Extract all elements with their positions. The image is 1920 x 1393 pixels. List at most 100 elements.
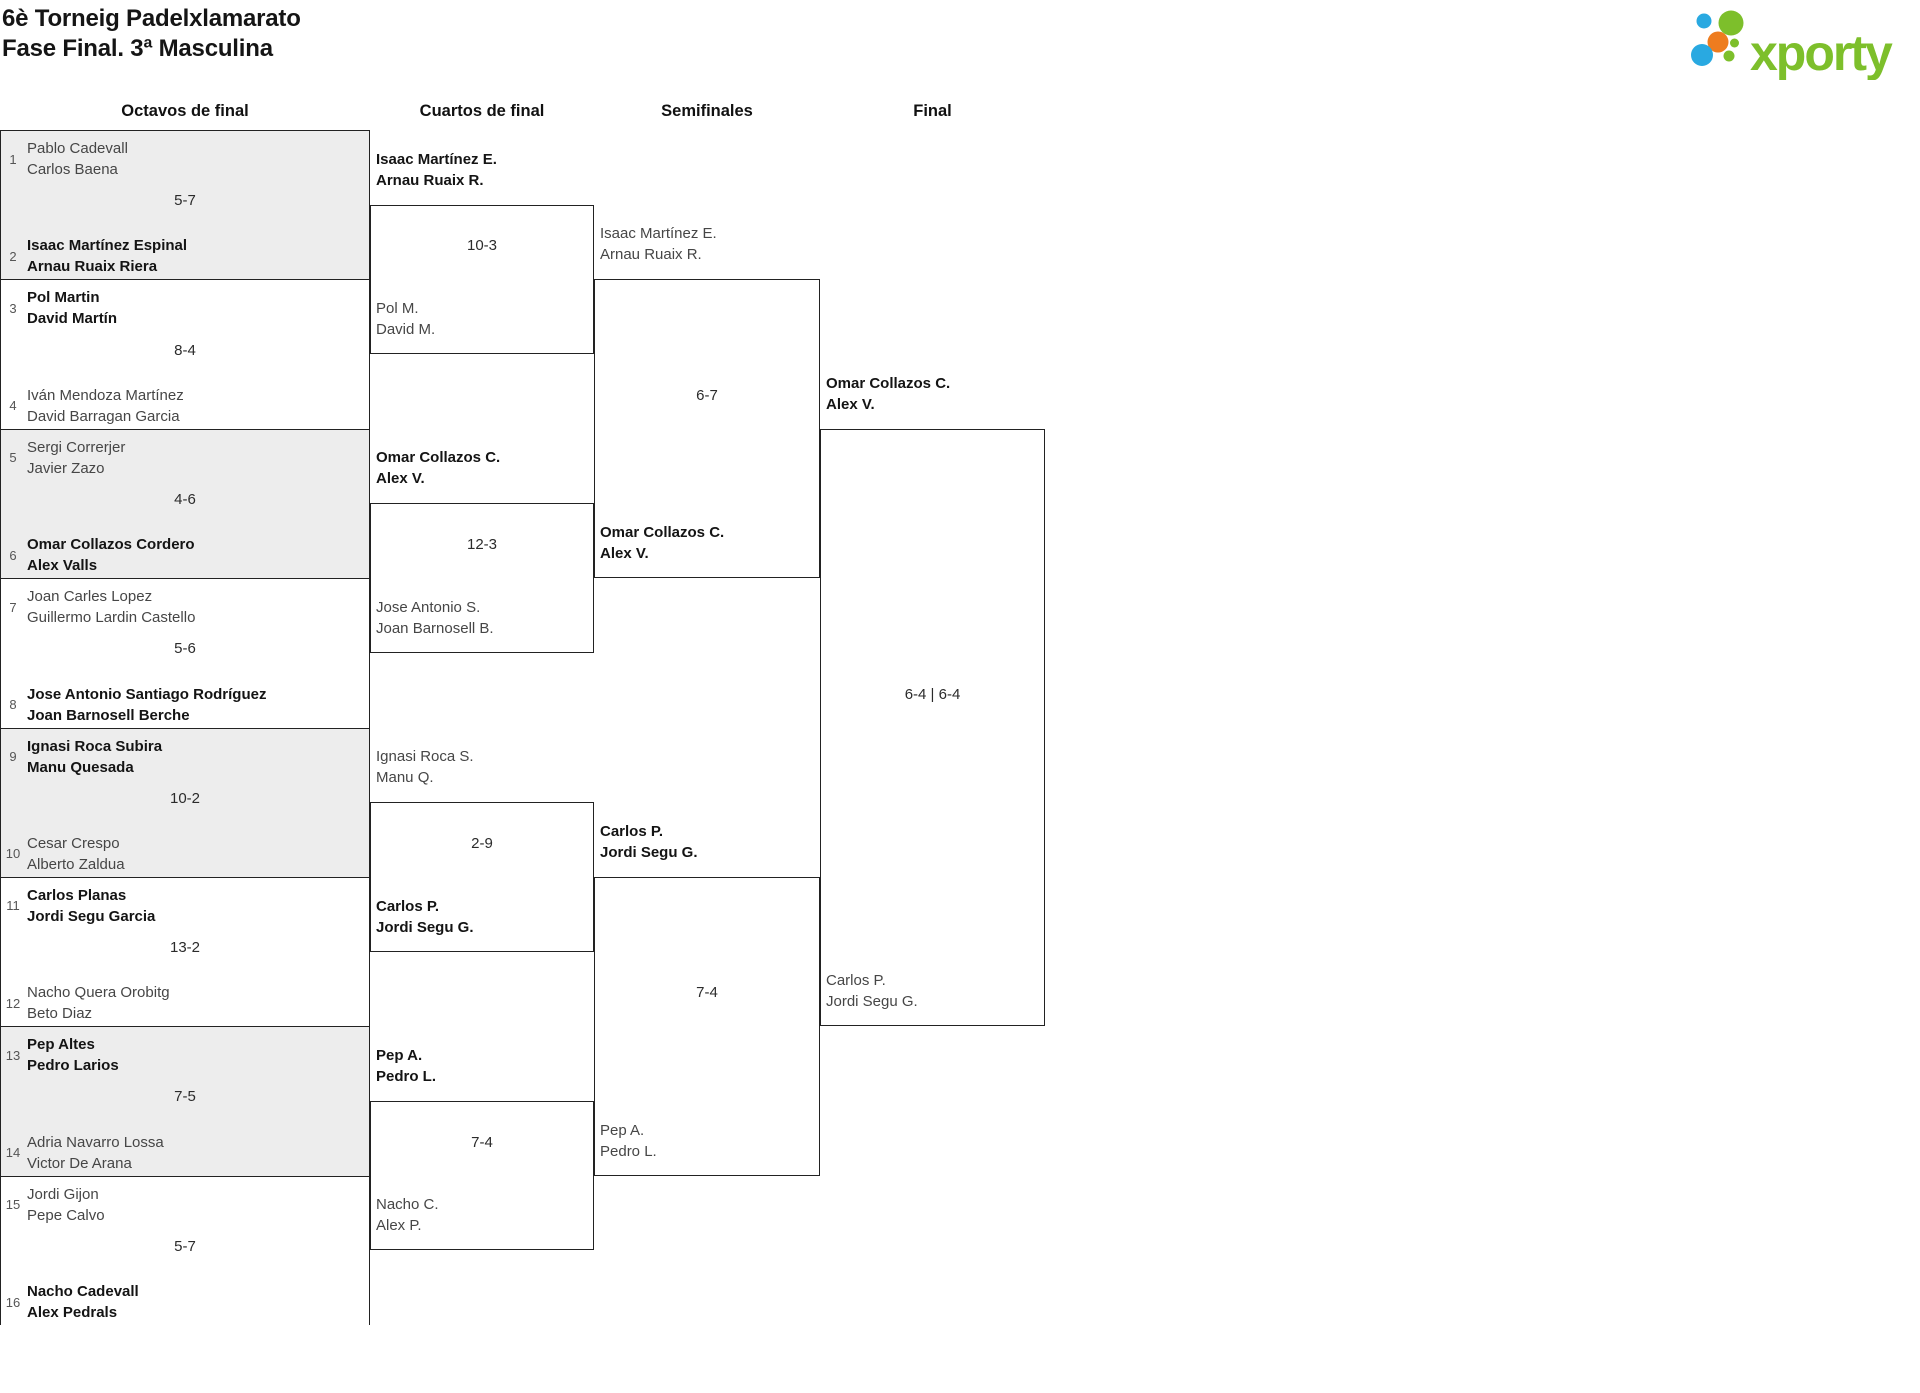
match-score: 5-7 bbox=[174, 1237, 196, 1255]
team-bottom-player-1: Omar Collazos Cordero bbox=[27, 536, 195, 554]
team-bottom-player-1: Pep A. bbox=[600, 1121, 645, 1139]
semifinal-match-2-team-bottom: Pep A. Pedro L. bbox=[600, 1120, 814, 1162]
seed-number: 1 bbox=[9, 151, 17, 167]
column-header-2: Cuartos de final bbox=[419, 102, 545, 120]
team-top-player-2: Pedro L. bbox=[376, 1067, 437, 1085]
team-top-player-2: David Martín bbox=[27, 310, 118, 328]
quarterfinal-match-4-box bbox=[370, 1100, 594, 1251]
team-bottom-player-2: Arnau Ruaix Riera bbox=[27, 258, 158, 276]
column-header-3: Semifinales bbox=[661, 102, 753, 120]
seed-number: 15 bbox=[5, 1197, 21, 1213]
team-bottom-player-2: Alberto Zaldua bbox=[27, 855, 125, 873]
team-bottom-player-2: Joan Barnosell B. bbox=[376, 619, 494, 637]
final-match-1-score: 6-4 | 6-4 bbox=[904, 685, 961, 703]
xporty-logo-graphic: xporty bbox=[1691, 10, 1895, 81]
team-bottom-player-2: Alex P. bbox=[376, 1217, 422, 1235]
team-top-player-2: Alex V. bbox=[376, 470, 425, 488]
quarterfinal-match-4-team-top: Pep A. Pedro L. bbox=[376, 1045, 588, 1087]
match-score: 5-6 bbox=[174, 640, 196, 658]
team-bottom-player-2: David M. bbox=[376, 321, 436, 339]
quarterfinal-match-1-team-top: Isaac Martínez E. Arnau Ruaix R. bbox=[376, 149, 588, 191]
seed-number: 3 bbox=[9, 300, 17, 316]
quarterfinal-match-1-score: 10-3 bbox=[466, 237, 498, 255]
team-top-player-1: Pablo Cadevall bbox=[27, 140, 128, 157]
team-top-player-1: Ignasi Roca Subira bbox=[27, 737, 163, 755]
seed-number: 10 bbox=[5, 846, 21, 862]
team-top-player-2: Manu Quesada bbox=[27, 758, 134, 776]
quarterfinal-match-2-box bbox=[370, 503, 594, 653]
team-bottom-player-2: David Barragan Garcia bbox=[27, 407, 180, 425]
logo-dot-green-tiny bbox=[1730, 38, 1739, 48]
quarterfinal-match-3-box bbox=[370, 802, 594, 952]
team-top-player-1: Pep A. bbox=[376, 1046, 423, 1064]
logo-dot-blue-small bbox=[1696, 13, 1712, 29]
logo-dot-blue-large bbox=[1691, 44, 1713, 66]
semifinal-match-1-box bbox=[594, 279, 820, 579]
semifinal-match-1-team-top: Isaac Martínez E.Arnau Ruaix R. bbox=[600, 223, 814, 265]
seed-number: 14 bbox=[5, 1145, 21, 1161]
team-top-player-2: Arnau Ruaix R. bbox=[376, 171, 484, 189]
match-score: 10-2 bbox=[169, 789, 201, 807]
team-top-player-1: Ignasi Roca S. bbox=[376, 748, 474, 766]
team-bottom-player-1: Nacho Quera Orobitg bbox=[27, 984, 170, 1002]
team-top-player-1: Carlos Planas bbox=[27, 886, 127, 904]
seed-number: 7 bbox=[9, 599, 17, 615]
team-bottom-player-2: Alex Valls bbox=[27, 557, 98, 575]
quarterfinal-match-3-score: 2-9 bbox=[471, 834, 493, 852]
team-top-player-1: Pol Martin bbox=[27, 289, 100, 307]
match-score: 5-7 bbox=[174, 192, 196, 210]
logo-dot-green-large bbox=[1718, 10, 1744, 36]
team-bottom-player-1: Pol M. bbox=[376, 300, 419, 318]
xporty-logo[interactable]: xporty bbox=[1686, 2, 1918, 81]
quarterfinal-match-1-box bbox=[370, 204, 594, 355]
team-top-player-2: Arnau Ruaix R. bbox=[600, 246, 702, 264]
quarterfinal-match-4-team-bottom: Nacho C.Alex P. bbox=[376, 1194, 588, 1236]
seed-number: 13 bbox=[5, 1047, 21, 1063]
team-bottom-player-2: Jordi Segu G. bbox=[376, 918, 474, 936]
seed-number: 11 bbox=[6, 898, 20, 914]
seed-number: 9 bbox=[9, 749, 17, 764]
team-bottom-player-2: Alex Pedrals bbox=[27, 1304, 118, 1321]
seed-number: 2 bbox=[9, 248, 17, 264]
team-top-player-1: Joan Carles Lopez bbox=[27, 588, 153, 606]
team-top-player-2: Alex V. bbox=[826, 395, 875, 413]
team-bottom-player-1: Jose Antonio Santiago Rodríguez bbox=[27, 685, 267, 703]
semifinal-match-1-score: 6-7 bbox=[696, 386, 718, 404]
seed-number: 6 bbox=[9, 547, 17, 563]
team-bottom-player-2: Pedro L. bbox=[600, 1142, 657, 1160]
team-top-player-2: Pedro Larios bbox=[27, 1057, 119, 1075]
team-top-player-1: Isaac Martínez E. bbox=[376, 150, 497, 168]
match-score: 13-2 bbox=[169, 939, 201, 957]
match-score: 7-5 bbox=[174, 1088, 196, 1106]
team-top-player-1: Pep Altes bbox=[27, 1036, 95, 1054]
team-bottom-player-2: Victor De Arana bbox=[27, 1154, 132, 1172]
seed-number: 12 bbox=[5, 995, 21, 1011]
final-match-1-box bbox=[820, 428, 1045, 1027]
team-bottom-player-2: Alex V. bbox=[600, 545, 649, 563]
team-bottom-player-1: Isaac Martínez Espinal bbox=[27, 237, 188, 255]
semifinal-match-2-box bbox=[594, 876, 820, 1176]
seed-number: 4 bbox=[9, 398, 17, 414]
team-top-player-1: Omar Collazos C. bbox=[376, 449, 501, 467]
semifinal-match-2-team-top: Carlos P.Jordi Segu G. bbox=[600, 821, 814, 863]
team-top-player-1: Carlos P. bbox=[600, 822, 664, 840]
logo-dot-green-small bbox=[1723, 50, 1735, 62]
team-bottom-player-1: Iván Mendoza Martínez bbox=[27, 386, 184, 404]
